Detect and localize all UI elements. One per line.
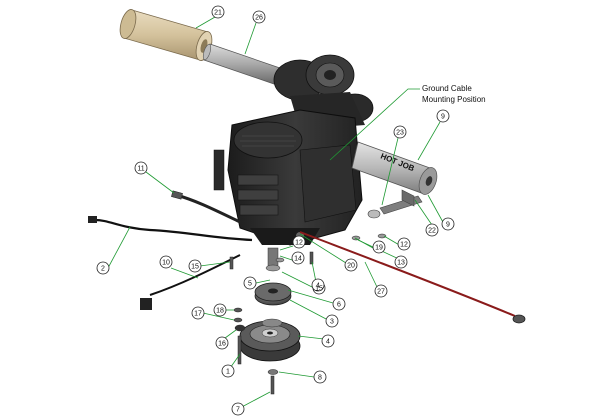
callout-13: 13 [397,260,405,267]
callout-4: 4 [316,283,320,290]
callout-23: 23 [396,130,404,137]
pto-clutch [239,320,301,362]
note-line-2: Mounting Position [422,95,486,104]
clutch-spacer [261,318,283,328]
callout-21: 21 [214,10,222,17]
callout-9-b: 9 [446,222,450,229]
callout-7: 7 [236,407,240,414]
callout-15-b: 15 [191,264,199,271]
callout-12: 12 [295,240,303,247]
callout-labels: 21 26 9 23 11 12 14 15 19 20 2 10 5 4 6 … [101,10,450,414]
note-line-1: Ground Cable [422,84,472,93]
callout-12-b: 12 [400,242,408,249]
callout-16: 16 [218,341,226,348]
callout-22: 22 [428,228,436,235]
ground-cable-note: Ground Cable Mounting Position [329,84,486,161]
callout-1: 1 [226,369,230,376]
hardware [229,233,387,395]
wire-harness [94,218,253,242]
callout-27: 27 [377,289,385,296]
callout-circles [96,5,455,416]
callout-14: 14 [294,256,302,263]
callout-2: 2 [101,266,105,273]
air-filter-element [119,9,213,61]
harness-connector [88,216,97,223]
callout-26: 26 [255,15,263,22]
fuel-line [171,190,241,224]
callout-19: 19 [375,245,383,252]
callout-8: 8 [318,375,322,382]
muffler: HOT JOB [351,141,438,195]
callout-10: 10 [162,260,170,267]
callout-4-b: 4 [326,339,330,346]
callout-17: 17 [194,311,202,318]
callout-6: 6 [337,302,341,309]
engine-pulley [254,282,292,306]
intake-tube [202,43,281,85]
exhaust-gasket [367,209,381,219]
wire-terminal [140,298,152,310]
callout-11: 11 [137,166,144,173]
callout-18: 18 [216,308,224,315]
ground-cable-terminal [512,314,526,324]
engine-body [213,109,363,246]
callout-20: 20 [347,263,355,270]
ground-cable [299,231,516,317]
leader-lines [107,16,445,410]
callout-9: 9 [441,114,445,121]
air-cleaner-housing [273,54,374,130]
callout-5: 5 [248,281,252,288]
muffler-bracket [379,189,423,215]
callout-15: 15 [315,286,323,293]
callout-3: 3 [330,319,334,326]
